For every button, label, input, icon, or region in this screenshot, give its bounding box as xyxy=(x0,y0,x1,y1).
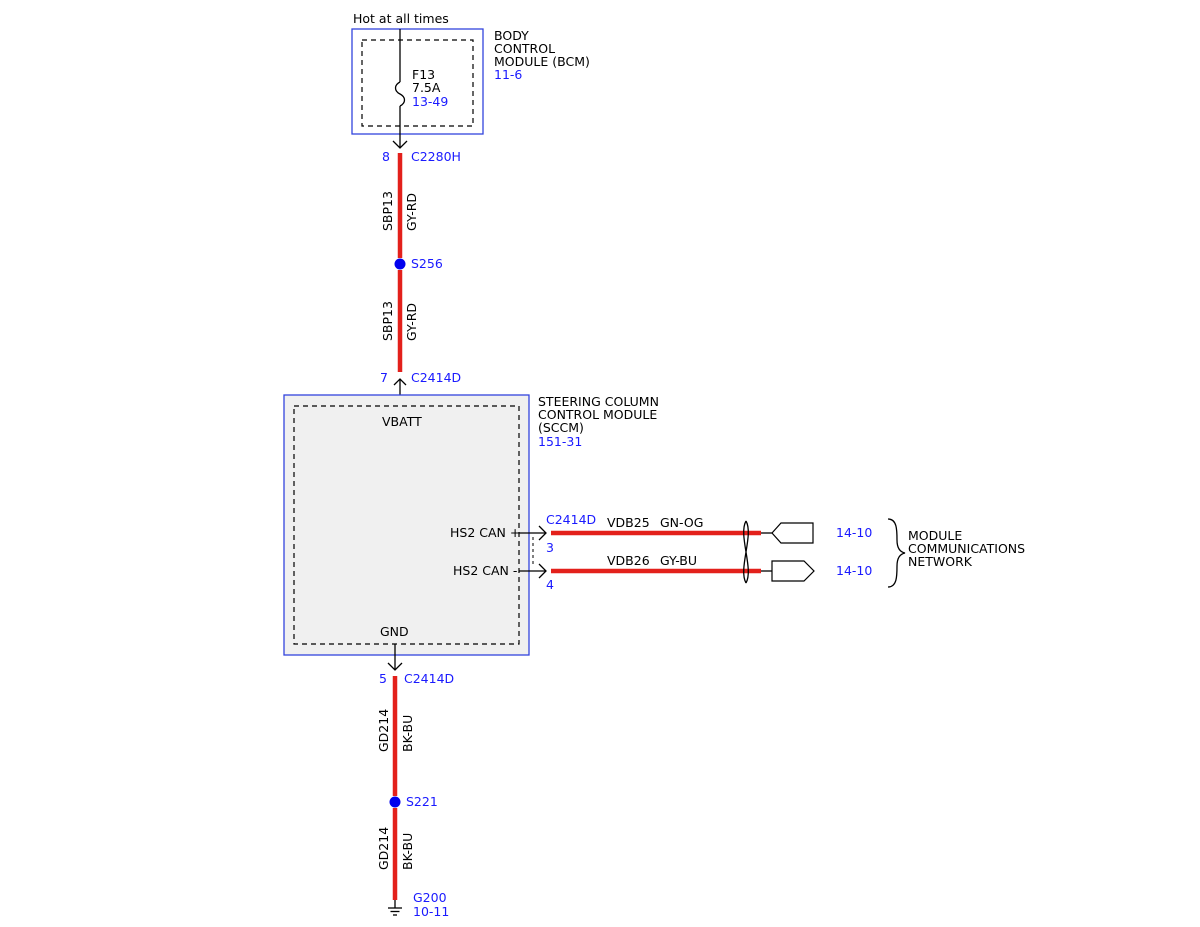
c2414d-power-pin: 7 xyxy=(380,370,388,385)
network-brace-icon xyxy=(887,518,906,588)
sccm-pin-vbatt: VBATT xyxy=(382,414,422,429)
wire-sbp13-lower-circuit: SBP13 xyxy=(380,301,395,341)
sccm-reference: 151-31 xyxy=(538,434,582,449)
ground-symbol-icon xyxy=(388,900,402,916)
bcm-name-line-2: CONTROL xyxy=(494,41,555,56)
twisted-pair-icon xyxy=(743,520,749,584)
c2414d-ground-pin: 5 xyxy=(379,671,387,686)
connector-c2280h-icon xyxy=(392,140,408,149)
c2414d-power-id: C2414D xyxy=(411,370,461,385)
fuse-icon xyxy=(394,81,406,107)
c2280h-id: C2280H xyxy=(411,149,461,164)
vdb26-reference: 14-10 xyxy=(836,563,872,578)
network-name-line-1: MODULE xyxy=(908,528,962,543)
c2414d-can-pin-minus: 4 xyxy=(546,577,554,592)
sccm-module xyxy=(283,394,530,656)
wire-gd214-lower-color: BK-BU xyxy=(400,833,415,870)
wire-sbp13-upper-color: GY-RD xyxy=(404,193,419,231)
vdb25-reference: 14-10 xyxy=(836,525,872,540)
bcm-reference: 11-6 xyxy=(494,67,522,82)
wire-sbp13-lower-color: GY-RD xyxy=(404,303,419,341)
ground-g200-reference: 10-11 xyxy=(413,904,449,919)
wire-vdb26-color: GY-BU xyxy=(660,553,697,568)
c2414d-ground-id: C2414D xyxy=(404,671,454,686)
ground-g200-label: G200 xyxy=(413,890,447,905)
wire-gd214-lower-circuit: GD214 xyxy=(376,827,391,870)
wire-sbp13-upper-circuit: SBP13 xyxy=(380,191,395,231)
connector-c2414d-can-minus-icon xyxy=(538,563,547,579)
sccm-pin-hs2-can-plus: HS2 CAN + xyxy=(450,525,520,540)
sccm-name-line-1: STEERING COLUMN xyxy=(538,394,659,409)
connector-c2414d-ground-icon xyxy=(387,662,403,671)
bcm-box xyxy=(351,28,484,135)
connector-c2414d-can-plus-icon xyxy=(538,525,547,541)
off-page-arrow-vdb25-icon xyxy=(771,522,814,544)
splice-s256-label: S256 xyxy=(411,256,443,271)
fuse-id: F13 xyxy=(412,67,435,82)
sccm-pin-gnd: GND xyxy=(380,624,409,639)
c2414d-can-pin-plus: 3 xyxy=(546,540,554,555)
splice-s221-dot xyxy=(389,796,401,808)
wire-vdb26-circuit: VDB26 xyxy=(607,553,650,568)
wire-vdb25-circuit: VDB25 xyxy=(607,515,650,530)
sccm-pin-hs2-can-minus: HS2 CAN - xyxy=(453,563,517,578)
bcm-internal-boundary xyxy=(361,39,474,127)
fuse-reference: 13-49 xyxy=(412,94,448,109)
sccm-internal-boundary xyxy=(293,405,520,645)
sccm-name-line-3: (SCCM) xyxy=(538,420,584,435)
splice-s256-dot xyxy=(394,258,406,270)
splice-s221-label: S221 xyxy=(406,794,438,809)
sccm-box xyxy=(283,394,530,656)
hot-at-all-times-label: Hot at all times xyxy=(353,11,449,26)
off-page-arrow-vdb26-icon xyxy=(771,560,815,582)
bcm-name-line-1: BODY xyxy=(494,28,529,43)
c2280h-pin: 8 xyxy=(382,149,390,164)
c2414d-can-id: C2414D xyxy=(546,512,596,527)
wire-vdb25-color: GN-OG xyxy=(660,515,703,530)
sccm-name-line-2: CONTROL MODULE xyxy=(538,407,657,422)
network-name-line-2: COMMUNICATIONS xyxy=(908,541,1025,556)
wire-gd214-upper-circuit: GD214 xyxy=(376,709,391,752)
wire-gd214-upper-color: BK-BU xyxy=(400,715,415,752)
fuse-rating: 7.5A xyxy=(412,80,441,95)
bcm-module xyxy=(351,28,484,135)
network-name-line-3: NETWORK xyxy=(908,554,973,569)
bcm-name-line-3: MODULE (BCM) xyxy=(494,54,590,69)
